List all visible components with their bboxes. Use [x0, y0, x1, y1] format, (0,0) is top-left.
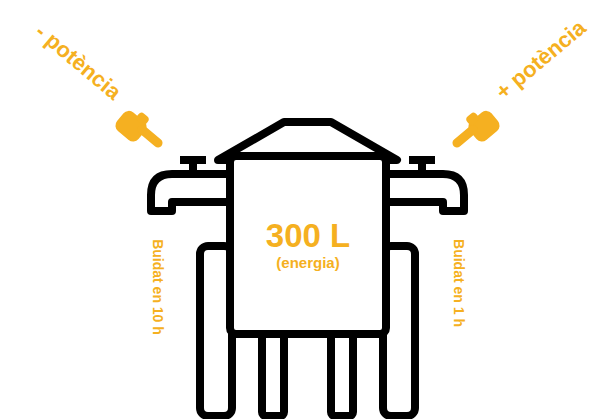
pointing-hand: [113, 103, 171, 158]
right-tap: [385, 160, 464, 211]
pointing-hand: [445, 103, 503, 158]
drain-time-label: Buidat en 10 h: [150, 239, 166, 335]
drain-time-label: Buidat en 1 h: [451, 239, 467, 327]
tap-spout: [151, 174, 230, 211]
left-tap: [151, 160, 230, 211]
power-label: - potència: [30, 19, 126, 106]
hand-thumb: [465, 111, 481, 126]
capacity-note: (energia): [276, 254, 339, 272]
tank-body: 300 L(energia): [226, 152, 390, 338]
hand-finger: [136, 123, 165, 149]
tap-handle: [409, 156, 435, 164]
tap-handle: [180, 156, 206, 164]
capacity-value: 300 L: [266, 218, 350, 254]
power-label: + potència: [491, 15, 592, 105]
hand-thumb: [135, 111, 151, 126]
tap-spout: [385, 174, 464, 211]
hand-finger: [451, 123, 480, 149]
